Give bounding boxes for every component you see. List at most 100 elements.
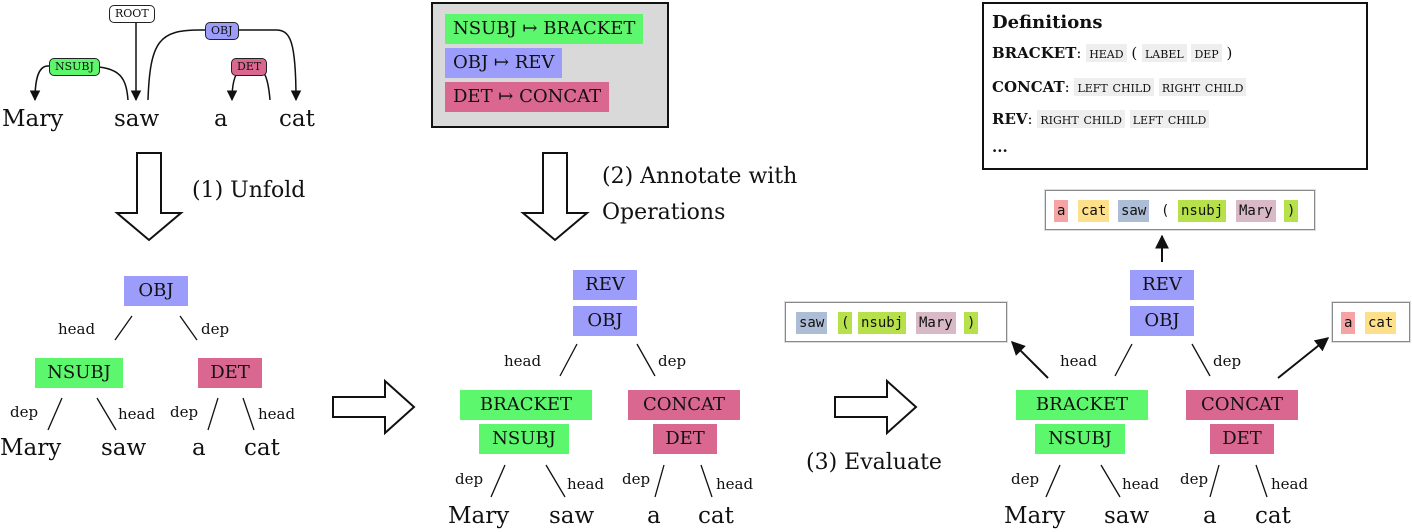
tree2-nsubj: NSUBJ — [479, 424, 569, 454]
tree1-dep-label: dep — [201, 320, 230, 338]
dep-word-mary: Mary — [2, 106, 64, 132]
rev-right: right child — [1037, 110, 1125, 128]
bracket-close: ) — [1226, 44, 1233, 62]
tree2-leaf-mary: Mary — [448, 503, 510, 529]
det-tag: DET — [231, 58, 268, 76]
tree1-leaf-mary: Mary — [0, 435, 62, 461]
tree2-concat: CONCAT — [628, 390, 740, 420]
tree2-leaf-saw: saw — [549, 503, 595, 529]
unfold-arrow — [114, 152, 184, 242]
mapping-nsubj: NSUBJ ↦ BRACKET — [445, 14, 644, 44]
result-right-cat: cat — [1365, 312, 1397, 334]
tree2-obj: OBJ — [573, 306, 637, 336]
tree3-head-right: head — [1271, 475, 1309, 493]
tree3-leaf-a: a — [1203, 503, 1217, 529]
tree3-rev: REV — [1130, 270, 1194, 300]
tree2-leaf-cat: cat — [698, 503, 734, 529]
result-left-nsubj: nsubj — [858, 312, 907, 334]
tree3-head-label: head — [1060, 352, 1098, 370]
result-top-saw: saw — [1118, 200, 1150, 222]
definition-rev: REV: right child left child — [992, 108, 1210, 130]
result-left-mary: Mary — [916, 312, 956, 334]
tree3-leaf-cat: cat — [1255, 503, 1291, 529]
tree1-leaf-saw: saw — [101, 435, 147, 461]
tree2-dep-label: dep — [658, 352, 687, 370]
tree1-head-right: head — [258, 405, 296, 423]
tree2-leaf-a: a — [647, 503, 661, 529]
definitions-box: Definitions BRACKET: head ( label dep ) … — [982, 2, 1368, 170]
concat-right: right child — [1158, 78, 1247, 96]
nsubj-tag: NSUBJ — [49, 58, 100, 76]
mapping-det: DET ↦ CONCAT — [445, 82, 610, 112]
tree2-head-label: head — [504, 352, 542, 370]
result-top-a: a — [1054, 200, 1069, 222]
bracket-label: label — [1142, 44, 1187, 62]
tree3-dep-right: dep — [1180, 470, 1209, 488]
definition-bracket: BRACKET: head ( label dep ) — [992, 44, 1233, 62]
definition-concat: CONCAT: left child right child — [992, 76, 1247, 98]
result-top-cat: cat — [1078, 200, 1110, 222]
result-left-saw: saw — [796, 312, 828, 334]
result-left-open: ( — [838, 312, 853, 334]
tree3-obj: OBJ — [1130, 306, 1194, 336]
tree1-head-left: head — [118, 405, 156, 423]
tree3-concat: CONCAT — [1186, 390, 1298, 420]
step-unfold-label: (1) Unfold — [192, 178, 306, 203]
tree1-dep-left: dep — [10, 403, 39, 421]
result-top-open: ( — [1161, 203, 1170, 219]
tree1-head-label: head — [58, 320, 96, 338]
result-top-mary: Mary — [1236, 200, 1276, 222]
dep-word-saw: saw — [114, 106, 160, 132]
step-annotate-label-2: Operations — [602, 200, 726, 225]
tree2-head-right: head — [716, 475, 754, 493]
concat-left: left child — [1074, 78, 1155, 96]
tree3-leaf-mary: Mary — [1004, 503, 1066, 529]
step-annotate-label-1: (2) Annotate with — [602, 164, 798, 189]
result-top: a cat saw ( nsubj Mary ) — [1045, 190, 1315, 230]
obj-tag: OBJ — [205, 22, 239, 40]
rev-left: left child — [1129, 110, 1210, 128]
concat-name: CONCAT — [992, 78, 1065, 96]
tree1-obj: OBJ — [124, 276, 188, 306]
dep-word-cat: cat — [279, 106, 315, 132]
dep-word-a: a — [214, 106, 228, 132]
tree2-head-left: head — [567, 475, 605, 493]
result-top-close: ) — [1284, 200, 1299, 222]
tree1-leaf-cat: cat — [244, 435, 280, 461]
right-arrow-2 — [834, 378, 918, 436]
tree3-dep-left: dep — [1011, 470, 1040, 488]
tree2-dep-right: dep — [622, 470, 651, 488]
root-tag: ROOT — [109, 5, 155, 23]
result-right-a: a — [1341, 312, 1356, 334]
tree3-nsubj: NSUBJ — [1035, 424, 1125, 454]
tree3-dep-label: dep — [1213, 352, 1242, 370]
bracket-dep: dep — [1191, 44, 1222, 62]
tree3-head-left: head — [1122, 475, 1160, 493]
tree2-rev: REV — [573, 270, 637, 300]
step-evaluate-label: (3) Evaluate — [806, 450, 942, 475]
bracket-name: BRACKET — [992, 44, 1077, 62]
tree1-dep-right: dep — [170, 403, 199, 421]
result-left-close: ) — [964, 312, 979, 334]
tree1-det: DET — [198, 358, 262, 388]
tree3-leaf-saw: saw — [1104, 503, 1150, 529]
tree2-det: DET — [653, 424, 717, 454]
bracket-head: head — [1086, 44, 1127, 62]
annotate-arrow — [520, 152, 590, 242]
result-left: saw ( nsubj Mary ) — [785, 302, 1007, 342]
result-right: a cat — [1332, 302, 1410, 342]
result-top-nsubj: nsubj — [1178, 200, 1227, 222]
definitions-ellipsis: ... — [992, 138, 1008, 156]
rev-name: REV — [992, 110, 1028, 128]
tree1-nsubj: NSUBJ — [35, 358, 123, 388]
tree2-bracket: BRACKET — [460, 390, 592, 420]
tree2-dep-left: dep — [455, 470, 484, 488]
operation-mapping-box: NSUBJ ↦ BRACKET OBJ ↦ REV DET ↦ CONCAT — [431, 2, 669, 128]
tree3-det: DET — [1210, 424, 1274, 454]
tree1-leaf-a: a — [192, 435, 206, 461]
tree3-bracket: BRACKET — [1016, 390, 1148, 420]
bracket-open: ( — [1131, 44, 1138, 62]
definitions-title: Definitions — [992, 12, 1103, 33]
mapping-obj: OBJ ↦ REV — [445, 48, 563, 78]
